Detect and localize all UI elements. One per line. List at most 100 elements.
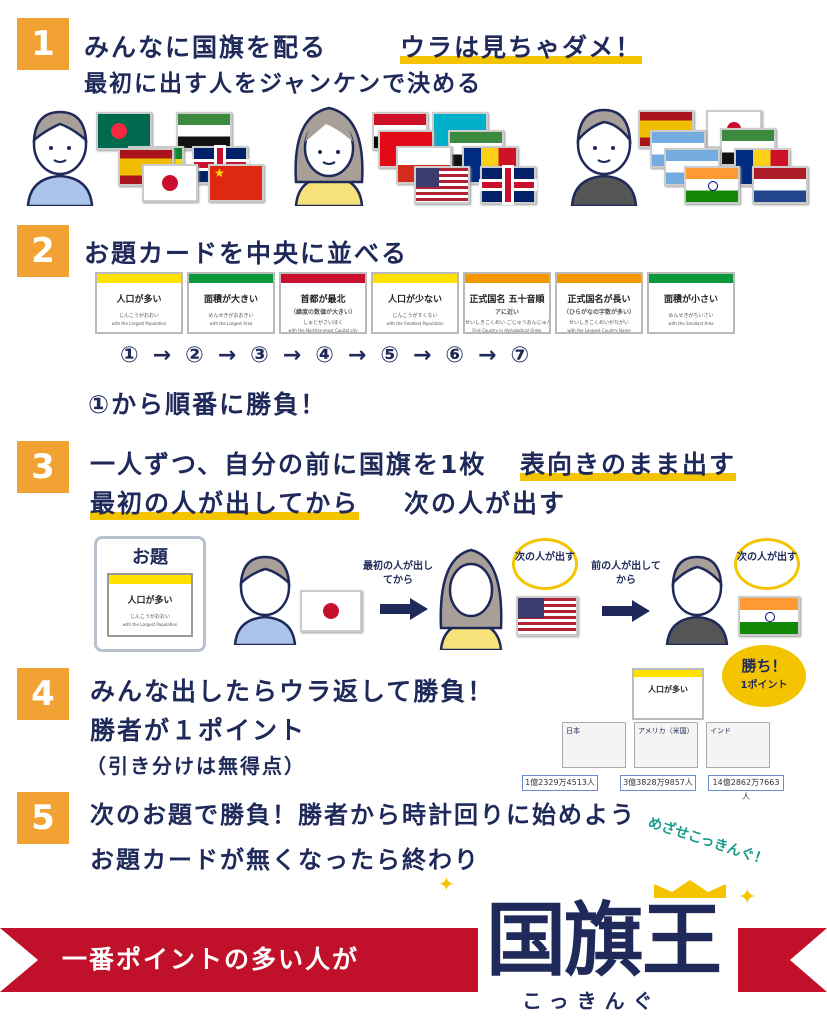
topic-card-note: アに近い [494,309,519,316]
arrow-right-icon: → [478,343,497,368]
topic-label: お題 [132,547,168,568]
topic-card-title: 人口が多い [648,685,688,694]
step-3-line2b: 次の人が出す [404,489,567,518]
flag-usa [516,596,578,636]
sequence-number: ⑤ [380,343,399,368]
step-1-emphasis: ウラは見ちゃダメ！ [400,28,643,64]
tagline: めざせこっきんぐ！ [645,814,770,869]
banner-text: 一番ポイントの多い人が [62,945,360,974]
step-1-line2: 最初に出す人をジャンケンで決める [84,71,483,97]
win-points: 1ポイント [740,680,788,691]
topic-card-english: with the Smallest Population [386,321,444,326]
topic-card-color-bar [557,274,641,283]
step-5-line1: 次のお題で勝負！勝者から時計回りに始めよう [90,801,636,829]
speech-bubble: 次の人が出す [512,538,578,590]
person-woman-illustration [439,548,503,650]
arrow-right-icon [602,600,650,622]
arrow-right-icon: → [217,343,237,368]
step-2-line2: ①から順番に勝負！ [88,390,328,419]
step-3-badge: 3 [17,441,69,493]
person-boy-illustration [233,555,297,645]
topic-card: 人口が少ない じんこうがすくない with the Smallest Popul… [371,272,459,334]
step-2-line1: お題カードを中央に並べる [84,239,409,268]
step-5-badge: 5 [17,792,69,844]
topic-card-note: （ひらがなの字数が多い） [562,309,635,316]
step-4-line1: みんな出したらウラ返して勝負！ [90,677,495,706]
sparkle-icon: ✦ [738,885,757,910]
red-ribbon-banner [0,928,827,992]
arrow-right-icon: → [347,343,367,368]
flag-netherlands [752,166,808,204]
topic-card-title: 人口が少ない [387,295,442,305]
win-title: 勝ち！ [741,657,787,675]
arrow-right-icon: → [282,343,302,368]
topic-card-color-bar [649,274,733,283]
topic-card-english: with the Largest Population [122,622,178,627]
topic-card-example: 人口が多い [632,668,704,720]
flag-india [738,596,800,636]
topic-card-title: 面積が大きい [203,295,258,305]
country-name: 日本 [566,727,580,735]
flag-japan [142,164,198,202]
topic-card-english: First Country in Alphabetical Order [472,328,542,333]
topic-card: 首都が最北 （緯度の数値が大きい） しゅとがさいほく with the Nort… [279,272,367,334]
speech-bubble: 次の人が出す [734,538,800,590]
topic-card-english: with the Northernmost Capital city [288,328,358,333]
topic-card-title: 正式国名が長い [567,295,631,305]
topic-card: 正式国名 五十音順 アに近い せいしきこくめい ごじゅうおんじゅん あにちかい … [463,272,551,334]
step-5-line2: お題カードが無くなったら終わり [90,846,480,874]
step-1-line1: みんなに国旗を配る [84,33,328,62]
flag-uk [480,166,536,204]
person-woman-illustration [294,106,364,206]
country-name: インド [710,727,731,735]
sequence-number: ① [120,343,139,368]
flag-usa [414,166,470,204]
topic-card-reading: じんこうがすくない [392,313,438,319]
topic-card-reading: めんせきがおおきい [208,313,254,319]
flag-india [684,166,740,204]
win-bubble: 勝ち！ 1ポイント [722,645,806,707]
topic-card-reading: めんせきがちいさい [668,313,714,319]
topic-card: 正式国名が長い （ひらがなの字数が多い） せいしきこくめいがながい with t… [555,272,643,334]
step-3-line2a: 最初の人が出してから [90,484,360,520]
topic-card-english: with the Smallest Area [668,321,714,326]
sequence-number: ③ [250,343,269,368]
topic-card-reading: せいしきこくめい ごじゅうおんじゅん あにちかい [465,320,551,326]
topic-card-color-bar [373,274,457,283]
step-1-badge: 1 [17,18,69,70]
topic-sequence: ①→②→③→④→⑤→⑥→⑦ [120,343,529,368]
topic-card-title: 面積が小さい [663,295,718,305]
country-card: アメリカ（米国） [634,722,698,768]
step-4-line2: 勝者が１ポイント [90,716,307,745]
logo: 国旗王 [486,894,722,987]
step-4-badge: 4 [17,668,69,720]
sequence-number: ④ [315,343,334,368]
topic-card-reading: しゅとがさいほく [302,320,343,326]
arrow-right-icon [380,598,428,620]
topic-card-english: with the Largest Area [209,321,253,326]
topic-card-color-bar [189,274,273,283]
person-man-illustration [665,555,729,645]
topic-card-example: 人口が多い じんこうがおおい with the Largest Populati… [107,573,193,637]
topic-card-english: with the Longest Country Name [567,328,631,333]
topic-card-english: with the Largest Population [111,321,167,326]
topic-card-color-bar [97,274,181,283]
sequence-number: ⑥ [445,343,465,368]
topic-card-color-bar [465,274,549,283]
population-value: 1億2329万4513人 [522,775,598,791]
topic-card: 人口が多い じんこうがおおい with the Largest Populati… [95,272,183,334]
sparkle-icon: ✦ [438,872,455,896]
arrow-right-icon: → [152,343,172,368]
country-card: インド [706,722,770,768]
population-value: 14億2862万7663人 [708,775,784,801]
topic-card: 面積が小さい めんせきがちいさい with the Smallest Area [647,272,735,334]
topic-card-note: （緯度の数値が大きい） [289,309,356,316]
topic-card-title: 正式国名 五十音順 [469,295,545,305]
person-boy-illustration [26,110,94,206]
country-card: 日本 [562,722,626,768]
sequence-number: ⑦ [510,343,530,368]
topic-card-frame: お題 人口が多い じんこうがおおい with the Largest Popul… [94,536,206,652]
flag-china [208,164,264,202]
step-3-line1a: 一人ずつ、自分の前に国旗を1枚 [90,450,487,479]
topic-card: 面積が大きい めんせきがおおきい with the Largest Area [187,272,275,334]
